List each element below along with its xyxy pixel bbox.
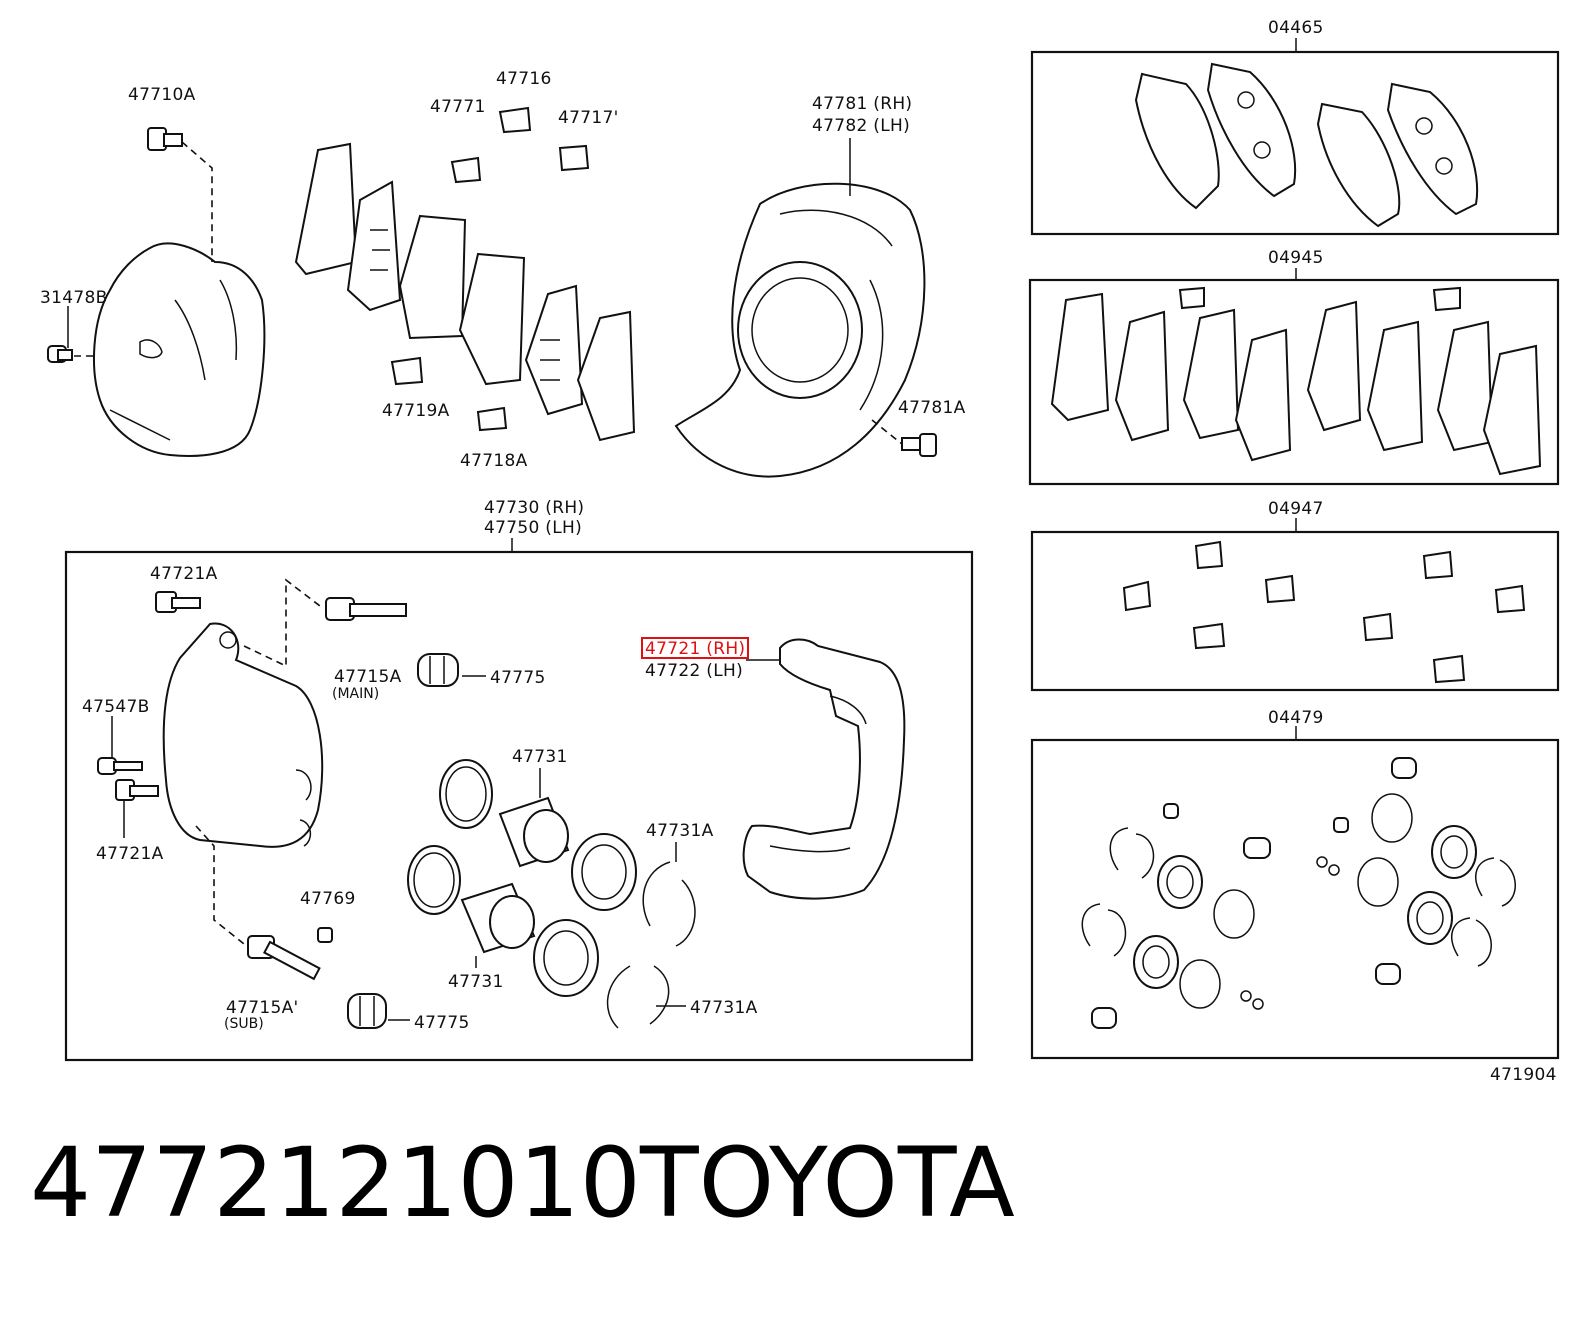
label-47715A: 47715A	[334, 667, 402, 687]
part-number-caption: 4772121010	[30, 1127, 641, 1239]
label-47722-lh: 47722 (LH)	[645, 661, 743, 681]
boot-47775-bottom-drawing	[347, 993, 387, 1029]
label-kit-04947: 04947	[1268, 499, 1324, 519]
label-47716: 47716	[496, 69, 552, 89]
label-47715A-sub: 47715A'	[226, 998, 298, 1018]
label-47781-rh: 47781 (RH)	[812, 94, 912, 114]
kit-04945-shims-drawing	[1050, 286, 1542, 476]
label-47547B: 47547B	[82, 697, 150, 717]
clips-drawing	[390, 106, 590, 432]
boot-47775-top-drawing	[417, 653, 459, 687]
label-47731-top: 47731	[512, 747, 568, 767]
bolt-47781A-drawing	[901, 433, 937, 457]
cap-47769-drawing	[317, 927, 333, 943]
label-47710A: 47710A	[128, 85, 196, 105]
kit-04945-box	[1028, 278, 1560, 486]
guide-pin-main-drawing	[325, 597, 407, 621]
label-kit-04465: 04465	[1268, 18, 1324, 38]
kit-04479-box	[1030, 738, 1560, 1060]
label-47721-rh: 47721 (RH)	[645, 639, 745, 659]
label-47731A-top: 47731A	[646, 821, 714, 841]
label-47730-rh: 47730 (RH)	[484, 498, 584, 518]
illustration-id: 471904	[1490, 1065, 1557, 1085]
label-47750-lh: 47750 (LH)	[484, 518, 582, 538]
label-47731-bottom: 47731	[448, 972, 504, 992]
bolt-47721A-bottom-drawing	[115, 779, 159, 801]
label-47775-top: 47775	[490, 668, 546, 688]
label-47718A: 47718A	[460, 451, 528, 471]
kit-04947-clips-drawing	[1122, 540, 1526, 684]
guide-pin-sub-drawing	[247, 935, 321, 981]
caliper-assembly-box	[64, 550, 974, 1062]
label-47715A-note: (MAIN)	[332, 686, 379, 702]
kit-04479-seals-drawing	[1081, 757, 1516, 1029]
label-47731A-bottom: 47731A	[690, 998, 758, 1018]
brand-caption: TOYOTA	[640, 1127, 1015, 1239]
kit-04465-pads-drawing	[1134, 62, 1479, 228]
label-kit-04479: 04479	[1268, 708, 1324, 728]
caliper-cylinder-drawing	[162, 622, 324, 848]
mounting-bracket-drawing	[742, 638, 906, 900]
bleeder-31478B-drawing	[47, 345, 73, 363]
label-47717: 47717'	[558, 108, 619, 128]
bolt-47710A-drawing	[147, 127, 183, 151]
label-47771: 47771	[430, 97, 486, 117]
bleeder-47547B-drawing	[97, 757, 143, 775]
kit-04465-box	[1030, 50, 1560, 236]
highlight-box	[641, 637, 749, 659]
label-47781A: 47781A	[898, 398, 966, 418]
label-47719A: 47719A	[382, 401, 450, 421]
label-47715A-sub-note: (SUB)	[224, 1016, 264, 1032]
label-47721A-top: 47721A	[150, 564, 218, 584]
dust-shield-drawing	[674, 182, 926, 478]
label-47775-bottom: 47775	[414, 1013, 470, 1033]
bolt-47721A-top-drawing	[155, 591, 201, 613]
label-31478B: 31478B	[40, 288, 108, 308]
label-47769: 47769	[300, 889, 356, 909]
label-47721A-bottom: 47721A	[96, 844, 164, 864]
pads-and-shims-drawing	[294, 142, 636, 442]
piston-seals-drawing	[407, 759, 696, 1029]
kit-04947-box	[1030, 530, 1560, 692]
caliper-body-drawing	[93, 242, 266, 457]
label-47782-lh: 47782 (LH)	[812, 116, 910, 136]
label-kit-04945: 04945	[1268, 248, 1324, 268]
